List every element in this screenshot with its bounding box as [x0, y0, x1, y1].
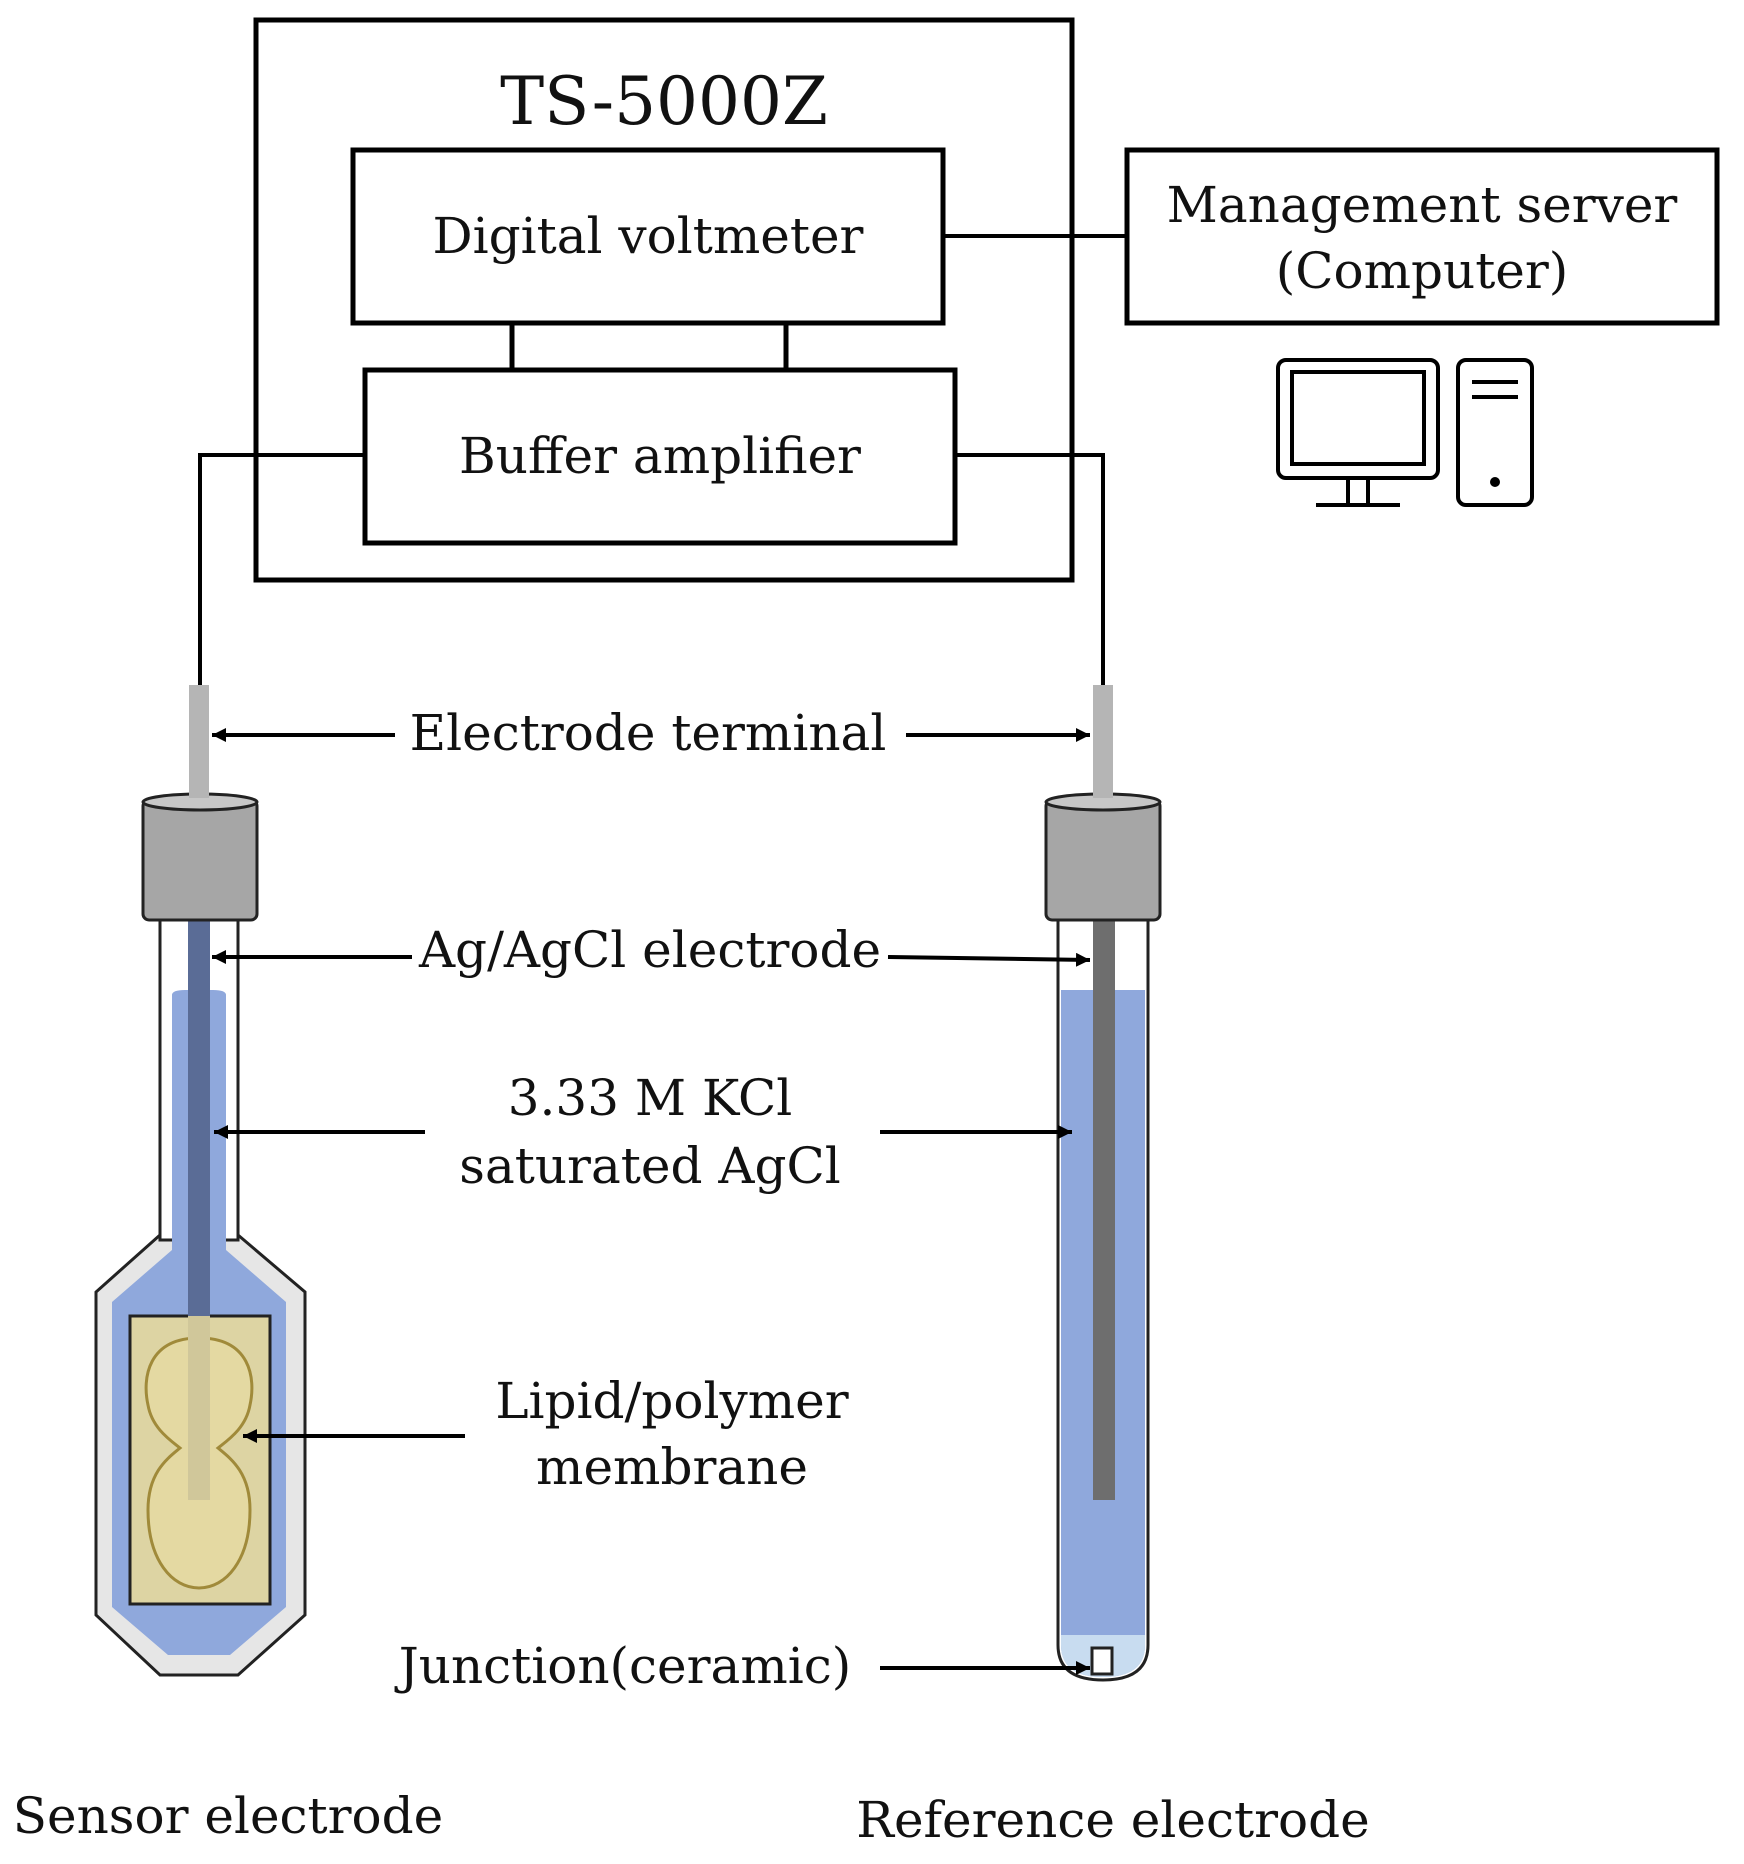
sensor-wire — [198, 453, 365, 685]
tower-case — [1456, 358, 1534, 507]
sensor-terminal — [189, 685, 209, 798]
sensor-wire-in-membrane — [188, 1316, 210, 1500]
digital-voltmeter-box — [350, 147, 946, 326]
reference-electrode-label: Reference electrode — [856, 1791, 1369, 1849]
management-server-label: Management server — [1167, 176, 1678, 234]
sensor-cap — [141, 798, 259, 922]
junction-label: Junction(ceramic) — [394, 1637, 852, 1695]
kcl-label-line2: saturated AgCl — [459, 1137, 840, 1195]
membrane-label-line1: Lipid/polymer — [495, 1372, 848, 1430]
monitor-screen — [1290, 370, 1426, 466]
management-server-box — [1124, 147, 1720, 326]
buffer-amplifier-label: Buffer amplifier — [459, 427, 861, 485]
reference-silver-wire — [1093, 920, 1115, 1500]
kcl-label-line1: 3.33 M KCl — [508, 1069, 793, 1127]
instrument-box — [253, 17, 1075, 583]
reference-wire — [955, 453, 1105, 685]
management-server-sublabel: (Computer) — [1276, 242, 1569, 300]
tower-power-dot — [1490, 477, 1500, 487]
ag-agcl-arrow-right — [887, 952, 1091, 967]
reference-terminal — [1093, 685, 1113, 798]
digital-voltmeter-label: Digital voltmeter — [433, 207, 864, 265]
computer-icon — [1276, 358, 1534, 507]
membrane-label-line2: membrane — [536, 1438, 808, 1496]
monitor-outer — [1276, 358, 1440, 480]
reference-cap — [1044, 798, 1162, 922]
ag-agcl-electrode-label: Ag/AgCl electrode — [418, 921, 881, 979]
sensor-electrode — [94, 685, 307, 1677]
electrode-terminal-label: Electrode terminal — [410, 704, 887, 762]
instrument-title: TS-5000Z — [500, 63, 828, 140]
junction-ceramic — [1090, 1646, 1114, 1676]
reference-electrode — [1044, 685, 1162, 1682]
sensor-electrode-label: Sensor electrode — [13, 1787, 443, 1845]
